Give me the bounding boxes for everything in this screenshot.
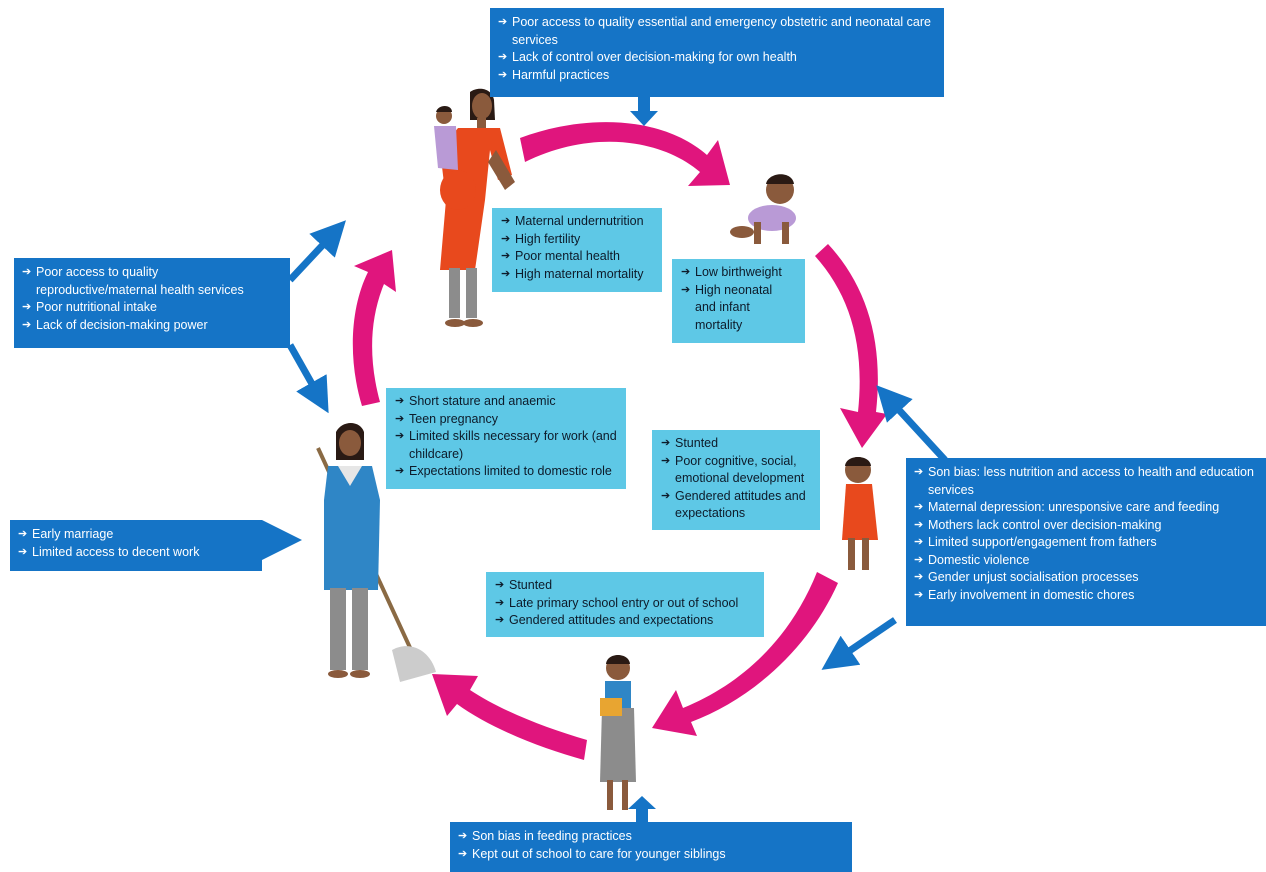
right-cause-item: Gender unjust socialisation processes xyxy=(914,569,1258,587)
mother-outcomes-box: Maternal undernutrition High fertility P… xyxy=(492,208,662,292)
arrow-left-top-to-adolescent xyxy=(286,343,329,414)
mother-outcome-item: Maternal undernutrition xyxy=(501,213,653,231)
mother-outcome-item: High maternal mortality xyxy=(501,266,653,284)
right-causes-box: Son bias: less nutrition and access to h… xyxy=(906,458,1266,626)
arrow-top-causes xyxy=(630,97,658,126)
cycle-arrow-adolescent-to-mother xyxy=(352,250,396,406)
left-bottom-causes-box: Early marriage Limited access to decent … xyxy=(10,520,262,571)
left-bottom-cause-item: Early marriage xyxy=(18,526,254,544)
schoolage-outcome-item: Stunted xyxy=(495,577,755,595)
adolescent-outcome-item: Expectations limited to domestic role xyxy=(395,463,617,481)
bottom-causes-box: Son bias in feeding practices Kept out o… xyxy=(450,822,852,872)
left-top-cause-item: Poor access to quality reproductive/mate… xyxy=(22,264,282,299)
right-cause-item: Son bias: less nutrition and access to h… xyxy=(914,464,1258,499)
right-cause-item: Mothers lack control over decision-makin… xyxy=(914,517,1258,535)
right-cause-item: Maternal depression: unresponsive care a… xyxy=(914,499,1258,517)
mother-with-baby-figure xyxy=(434,88,515,327)
infant-outcome-item: Low birthweight xyxy=(681,264,796,282)
cycle-arrow-infant-to-child xyxy=(815,244,887,448)
arrow-bottom-causes xyxy=(628,796,656,823)
crawling-baby-figure xyxy=(730,174,796,244)
adolescent-outcome-item: Short stature and anaemic xyxy=(395,393,617,411)
mother-outcome-item: High fertility xyxy=(501,231,653,249)
top-cause-item: Lack of control over decision-making for… xyxy=(498,49,936,67)
schoolage-outcome-item: Gendered attitudes and expectations xyxy=(495,612,755,630)
top-causes-box: Poor access to quality essential and eme… xyxy=(490,8,944,97)
left-top-cause-item: Poor nutritional intake xyxy=(22,299,282,317)
adolescent-outcome-item: Limited skills necessary for work (and c… xyxy=(395,428,617,463)
bottom-cause-item: Son bias in feeding practices xyxy=(458,828,844,846)
schoolage-outcomes-box: Stunted Late primary school entry or out… xyxy=(486,572,764,637)
adolescent-outcomes-box: Short stature and anaemic Teen pregnancy… xyxy=(386,388,626,489)
cycle-arrow-mother-to-infant xyxy=(520,122,730,186)
arrow-left-top-to-mother xyxy=(287,220,346,283)
child-outcome-item: Poor cognitive, social, emotional develo… xyxy=(661,453,811,488)
infant-outcome-item: High neonatal and infant mortality xyxy=(681,282,796,335)
left-top-causes-box: Poor access to quality reproductive/mate… xyxy=(14,258,290,348)
left-bottom-cause-item: Limited access to decent work xyxy=(18,544,254,562)
arrow-right-to-schoolage xyxy=(821,617,897,670)
cycle-arrow-schoolage-to-adolescent xyxy=(432,674,587,760)
toddler-girl-figure xyxy=(842,457,878,570)
adolescent-girl-with-mop-figure xyxy=(316,423,436,682)
top-cause-item: Poor access to quality essential and eme… xyxy=(498,14,936,49)
top-cause-item: Harmful practices xyxy=(498,67,936,85)
left-top-cause-item: Lack of decision-making power xyxy=(22,317,282,335)
schoolgirl-figure xyxy=(600,655,636,810)
schoolage-outcome-item: Late primary school entry or out of scho… xyxy=(495,595,755,613)
right-cause-item: Domestic violence xyxy=(914,552,1258,570)
cycle-arrow-child-to-schoolage xyxy=(652,572,838,736)
child-outcome-item: Gendered attitudes and expectations xyxy=(661,488,811,523)
adolescent-outcome-item: Teen pregnancy xyxy=(395,411,617,429)
arrow-right-to-child xyxy=(876,385,948,463)
bottom-cause-item: Kept out of school to care for younger s… xyxy=(458,846,844,864)
right-cause-item: Limited support/engagement from fathers xyxy=(914,534,1258,552)
infant-outcomes-box: Low birthweight High neonatal and infant… xyxy=(672,259,805,343)
child-outcomes-box: Stunted Poor cognitive, social, emotiona… xyxy=(652,430,820,530)
child-outcome-item: Stunted xyxy=(661,435,811,453)
right-cause-item: Early involvement in domestic chores xyxy=(914,587,1258,605)
mother-outcome-item: Poor mental health xyxy=(501,248,653,266)
